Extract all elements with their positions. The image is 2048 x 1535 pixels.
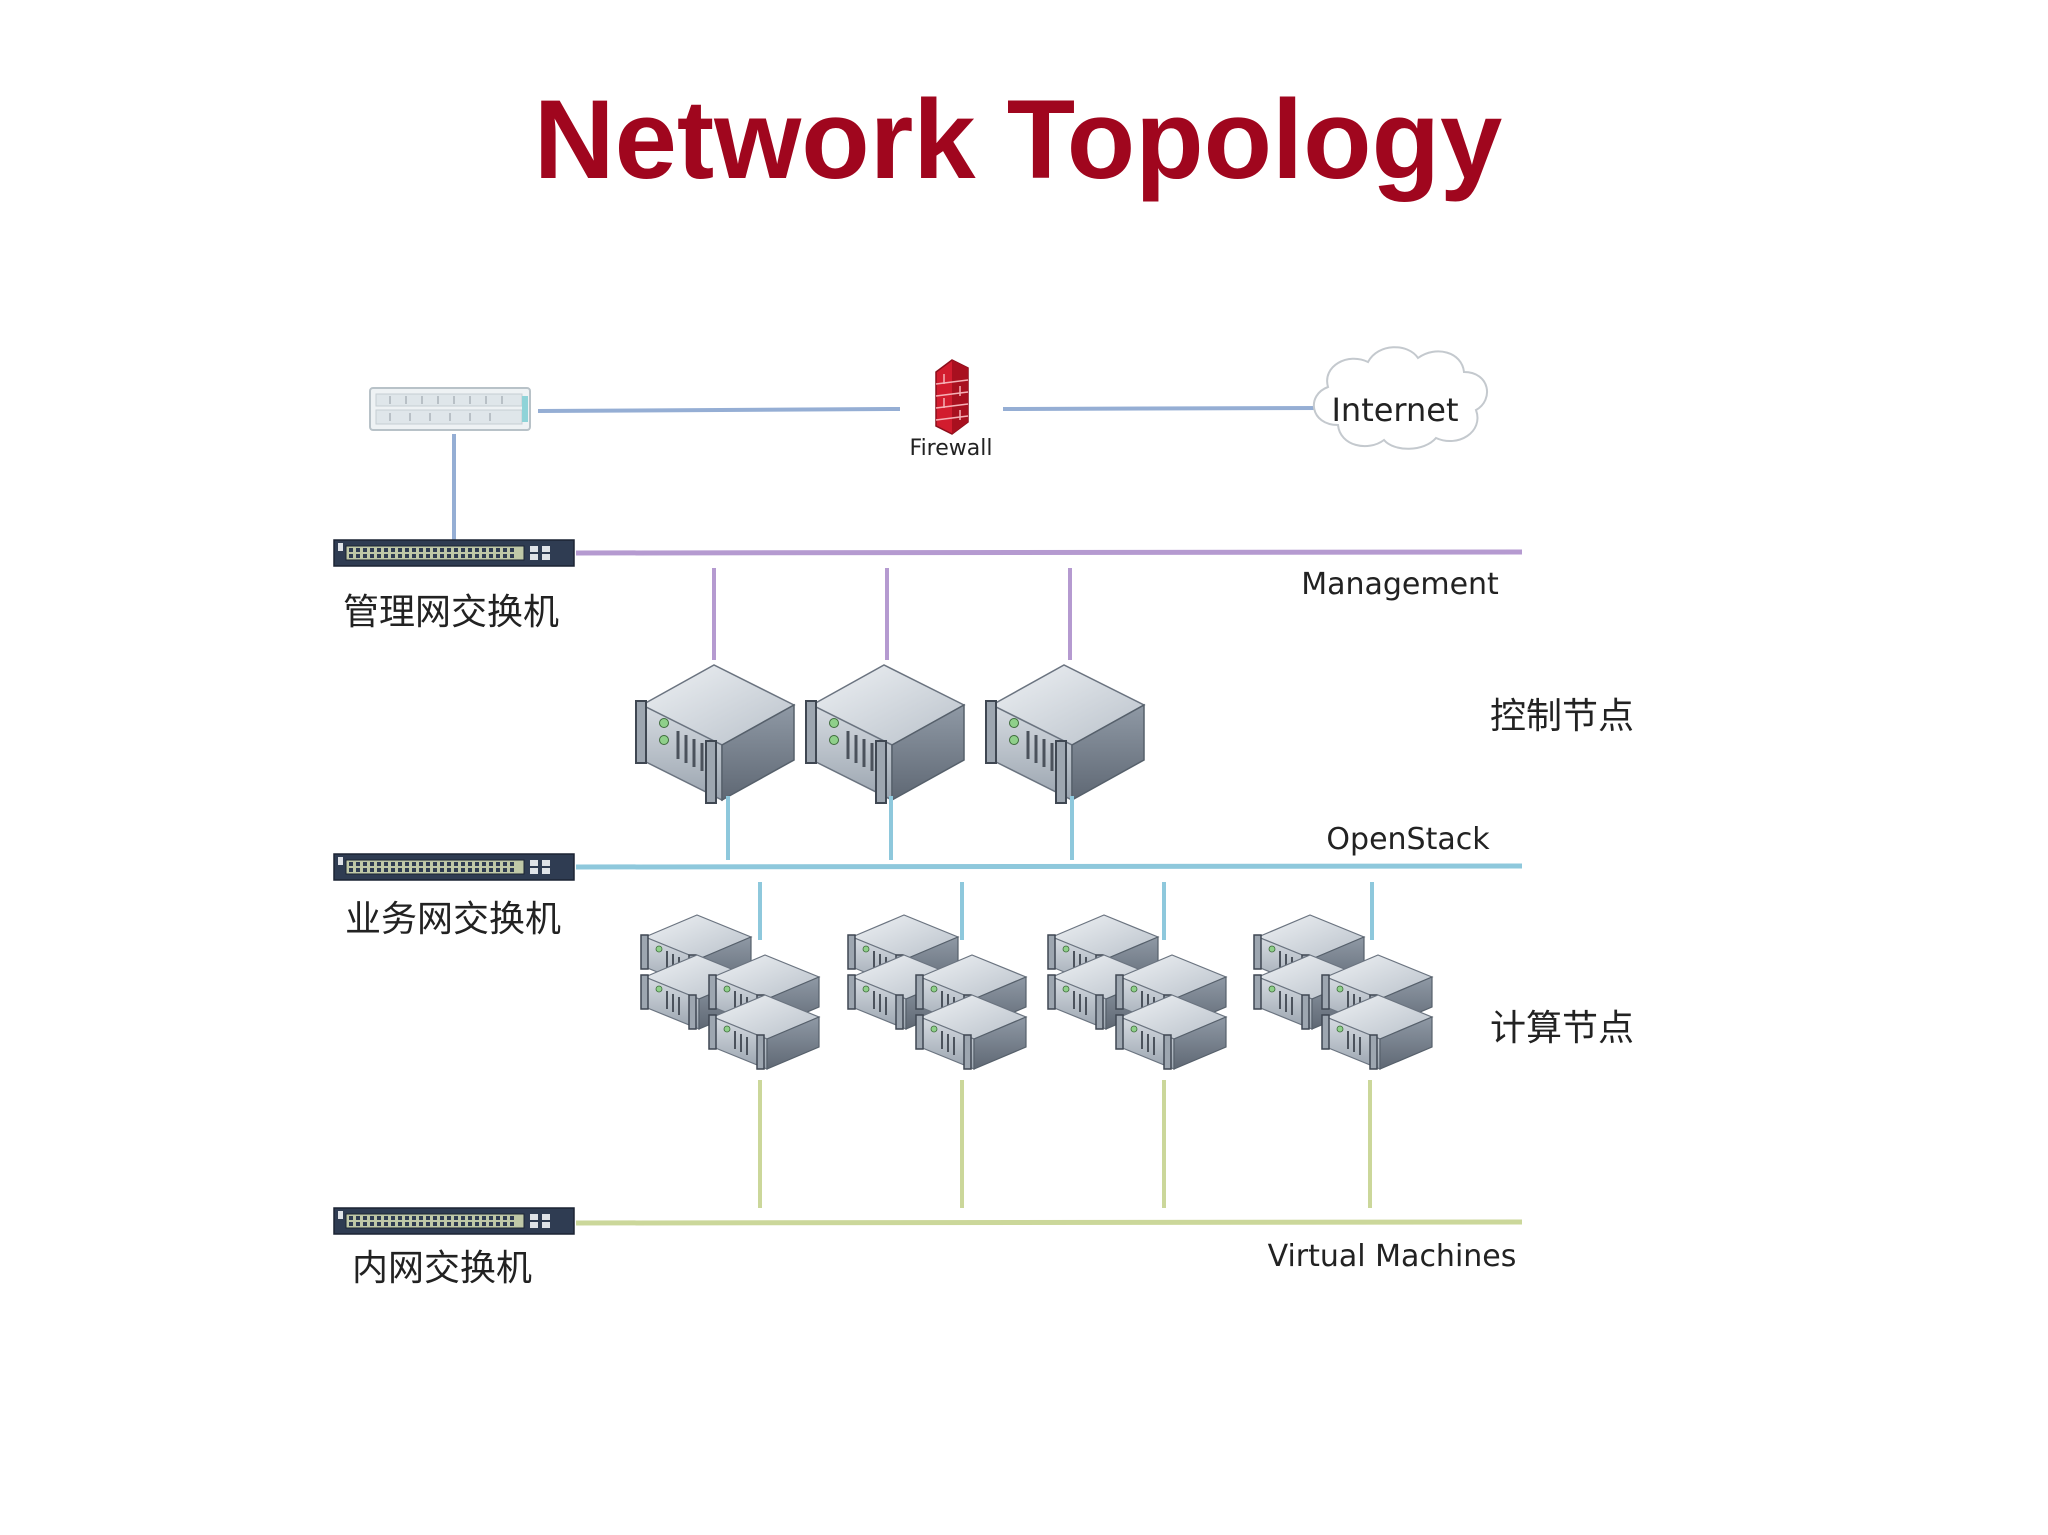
firewall-label: Firewall	[910, 436, 993, 461]
business-switch-icon	[333, 853, 575, 881]
compute-node-server-icon	[1254, 915, 1432, 1069]
control-uplink-lines	[726, 796, 1074, 860]
control-node-server-icon	[804, 663, 966, 805]
firewall-icon	[935, 359, 969, 435]
cloud-icon	[1312, 346, 1488, 450]
internal-switch-label: 内网交换机	[352, 1248, 532, 1289]
management-switch-icon	[333, 539, 575, 567]
compute-node-server-icon	[641, 915, 819, 1069]
vm-uplink-lines	[758, 1080, 1372, 1208]
openstack-drop-lines	[758, 882, 1374, 940]
compute-node-server-icon	[1048, 915, 1226, 1069]
vm-network-line	[575, 1219, 1523, 1226]
control-nodes-label: 控制节点	[1490, 696, 1634, 737]
management-network-line	[575, 549, 1523, 556]
link-router-firewall	[537, 407, 901, 413]
compute-nodes-label: 计算节点	[1490, 1008, 1634, 1049]
management-drop-lines	[712, 568, 1072, 660]
openstack-network-label: OpenStack	[1326, 822, 1490, 857]
vm-network-label: Virtual Machines	[1268, 1239, 1517, 1274]
compute-node-server-icon	[848, 915, 1026, 1069]
page-title: Network Topology	[534, 77, 1503, 202]
link-firewall-internet	[1002, 406, 1323, 411]
internet-label: Internet	[1331, 391, 1458, 429]
business-switch-label: 业务网交换机	[345, 899, 561, 940]
control-node-server-icon	[634, 663, 796, 805]
openstack-network-line	[575, 863, 1523, 870]
internal-switch-icon	[333, 1207, 575, 1235]
management-network-label: Management	[1301, 567, 1499, 602]
control-node-server-icon	[984, 663, 1146, 805]
management-switch-label: 管理网交换机	[343, 592, 559, 633]
router-icon	[369, 387, 531, 431]
